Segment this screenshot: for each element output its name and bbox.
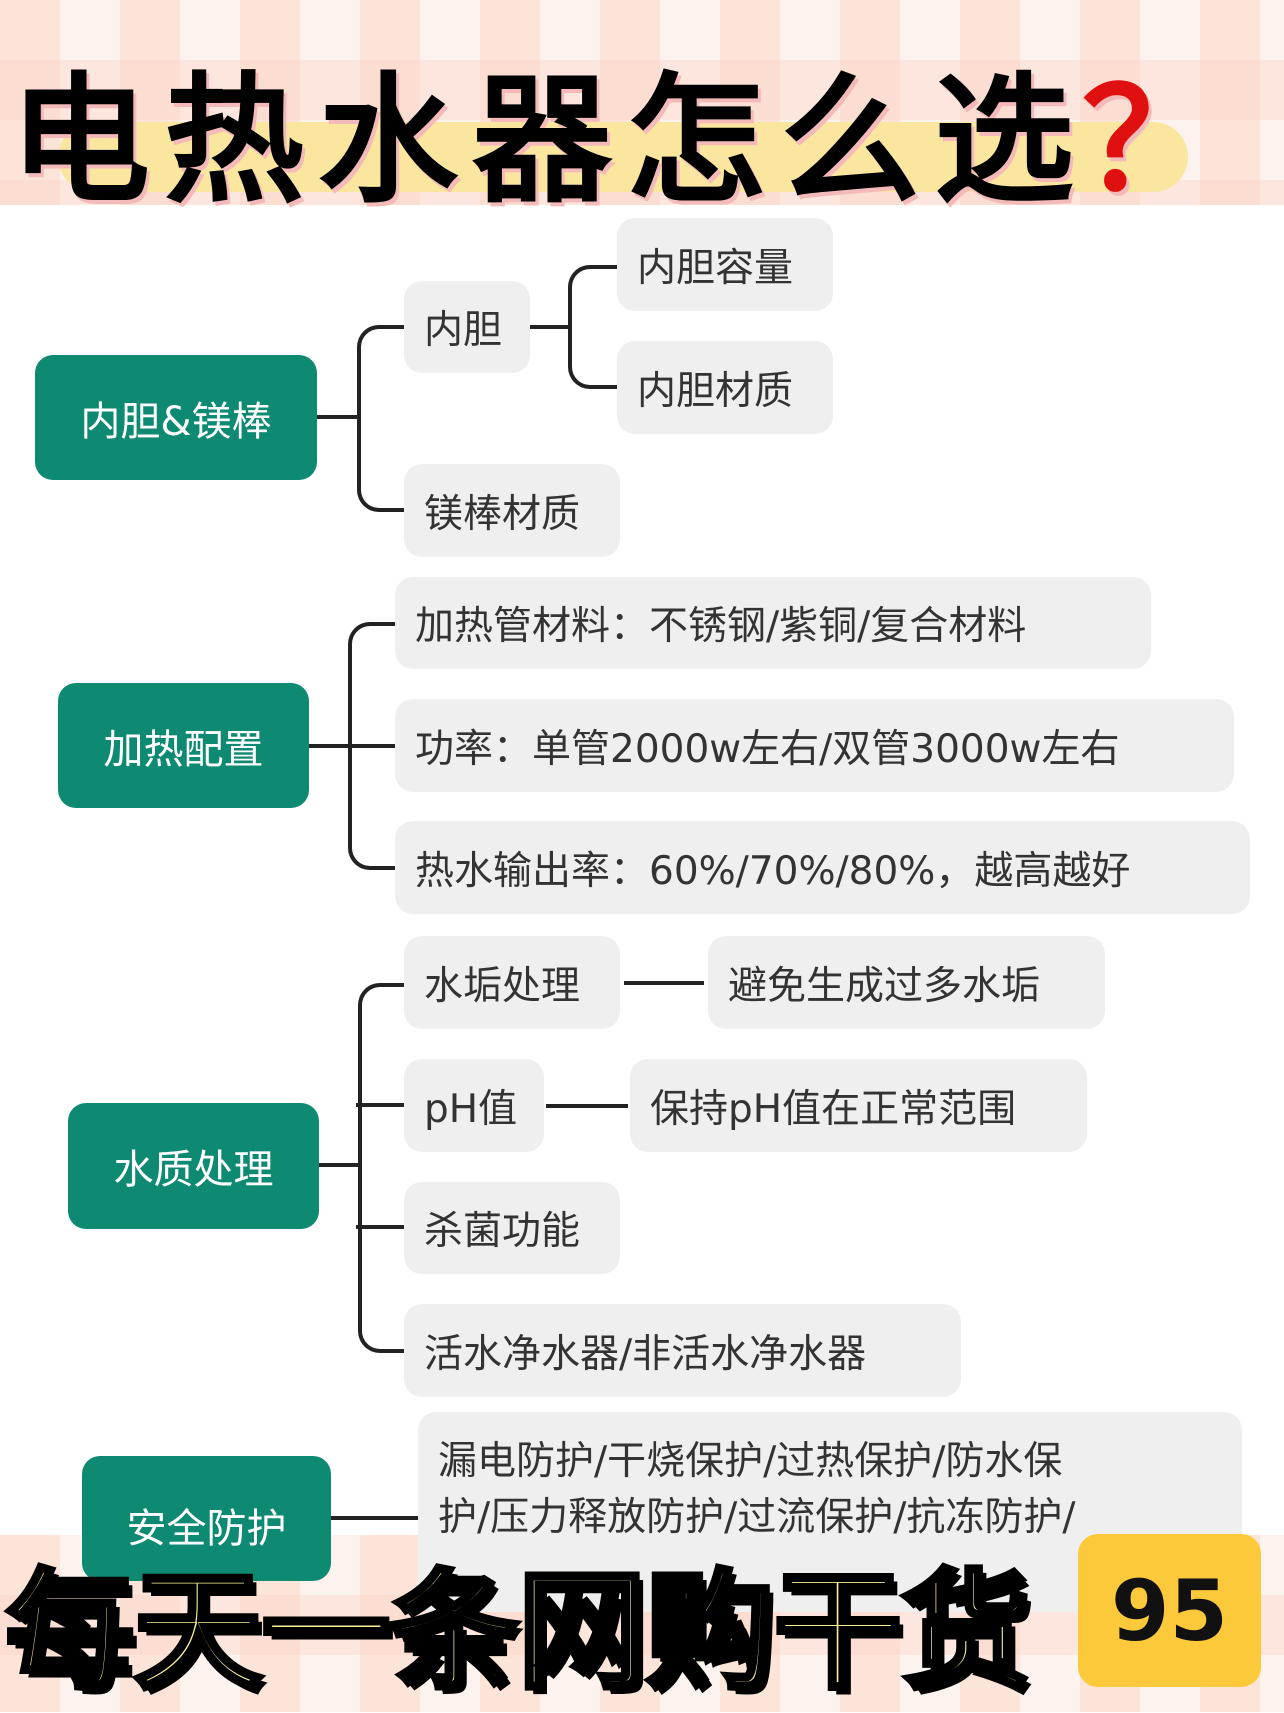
node-power: 功率：单管2000w左右/双管3000w左右 bbox=[395, 699, 1234, 792]
connector bbox=[317, 415, 359, 419]
connector bbox=[331, 1516, 418, 1520]
connector bbox=[624, 981, 704, 985]
node-scale: 水垢处理 bbox=[404, 936, 620, 1029]
node-ph-detail: 保持pH值在正常范围 bbox=[630, 1059, 1087, 1152]
connector bbox=[356, 1225, 404, 1229]
node-tank-material: 内胆材质 bbox=[617, 341, 833, 434]
connector bbox=[309, 744, 395, 748]
bracket bbox=[568, 265, 617, 389]
group-water-quality: 水质处理 bbox=[68, 1103, 319, 1229]
page-title: 电热水器怎么选？ bbox=[10, 28, 1236, 230]
node-sterilize: 杀菌功能 bbox=[404, 1182, 620, 1274]
banner-text: 每天一条网购干货 bbox=[3, 1556, 1032, 1710]
connector bbox=[319, 1163, 361, 1167]
connector bbox=[356, 1103, 404, 1107]
safety-line: 漏电防护/干烧保护/过热保护/防水保 bbox=[438, 1439, 1063, 1484]
question-mark: ？ bbox=[1082, 60, 1237, 223]
node-purifier: 活水净水器/非活水净水器 bbox=[404, 1304, 961, 1397]
bracket bbox=[348, 622, 395, 870]
node-anode-material: 镁棒材质 bbox=[404, 464, 620, 557]
group-heating: 加热配置 bbox=[58, 683, 309, 808]
node-scale-detail: 避免生成过多水垢 bbox=[708, 936, 1105, 1029]
connector bbox=[546, 1104, 628, 1108]
node-inner-tank: 内胆 bbox=[404, 281, 530, 373]
node-ph: pH值 bbox=[404, 1059, 544, 1152]
group-inner-tank: 内胆&镁棒 bbox=[35, 355, 317, 480]
node-heating-tube: 加热管材料：不锈钢/紫铜/复合材料 bbox=[395, 577, 1151, 669]
node-output-rate: 热水输出率：60%/70%/80%，越高越好 bbox=[395, 821, 1250, 914]
node-tank-capacity: 内胆容量 bbox=[617, 218, 833, 311]
bracket bbox=[358, 983, 404, 1353]
bracket bbox=[357, 325, 404, 512]
title-highlight bbox=[58, 122, 1188, 192]
title-text: 电热水器怎么选 bbox=[10, 60, 1089, 223]
connector bbox=[530, 325, 570, 329]
safety-line: 护/压力释放防护/过流保护/抗冻防护/ bbox=[438, 1495, 1076, 1540]
group-safety: 安全防护 bbox=[82, 1456, 331, 1581]
issue-number-badge: 95 bbox=[1078, 1534, 1261, 1687]
